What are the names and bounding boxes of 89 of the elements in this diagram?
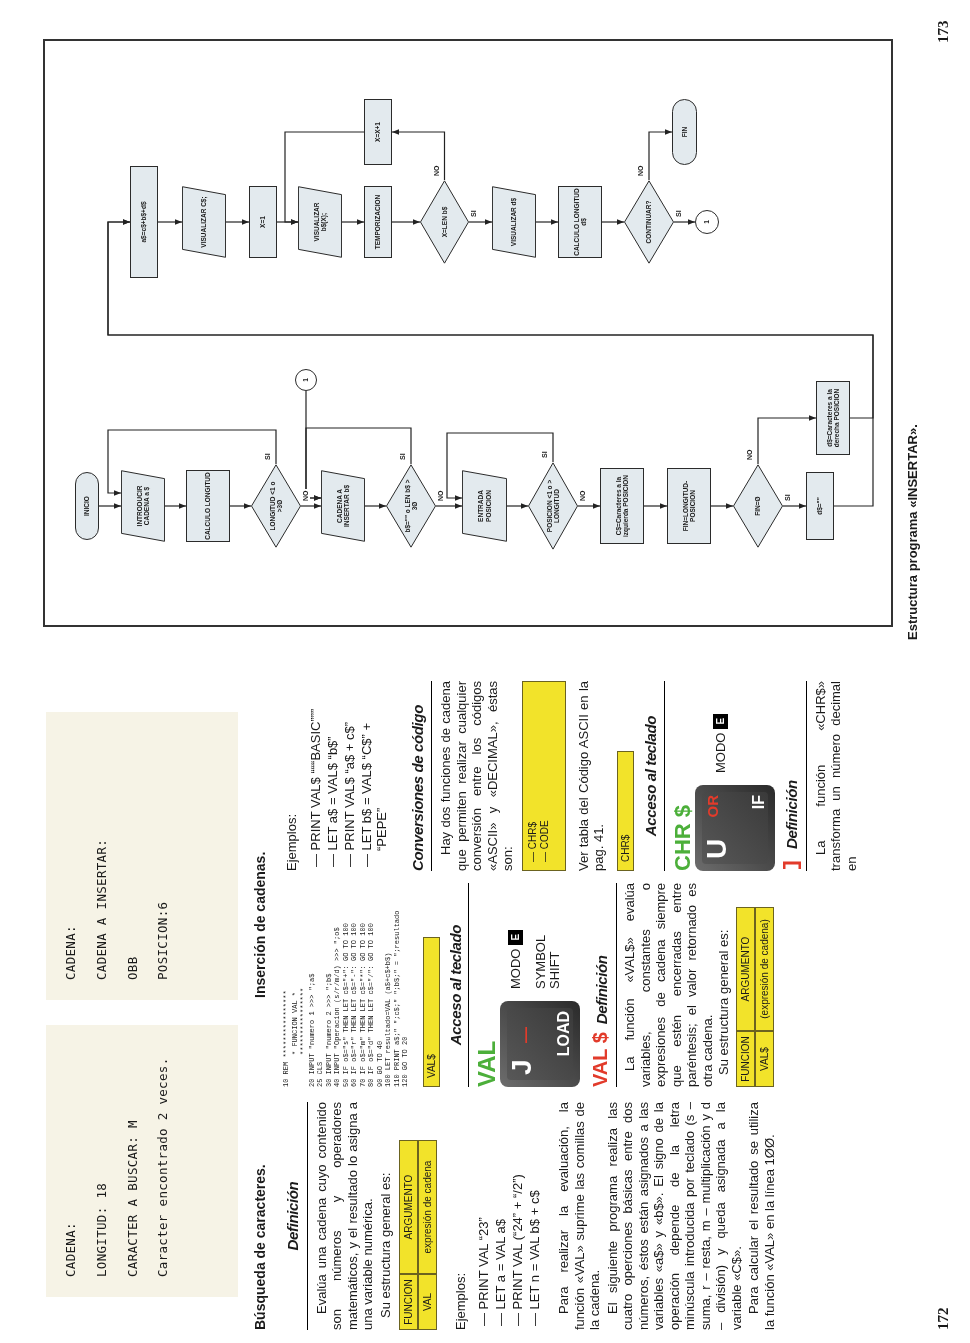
code-example: — PRINT VAL$ “““BASIC””” [307,707,323,867]
section-title: Inserción de cadenas. [251,851,269,998]
flow-arrow [157,219,183,225]
flow-arrow [107,429,277,496]
flow-arrow [364,503,387,509]
table-header-cell: FUNCION [736,1031,755,1087]
body-paragraph: La función «CHR$» transforma un número decimal en [812,681,859,871]
body-paragraph: Para calcular el resultado se utiliza la función «VAL» en la línea 1ØØ. [746,1102,777,1330]
body-text: Su estructura general es: [716,928,731,1077]
keyword-title: VAL [474,1039,500,1087]
body-paragraph: Hay dos funciones de cadena que permiten realizar cualquier conversión entre los códigos «ASCII» y «DECIMAL», éstas son: [438,681,516,871]
flow-arrow [164,503,187,509]
screen-text: CADENA: [62,924,79,980]
flow-arrow [673,219,696,225]
key-keyword: IF [751,795,767,810]
mode-key: E [713,713,729,729]
screen-text: OBB [123,955,141,980]
flow-arrow [577,503,601,509]
flow-arrow [601,219,625,225]
body-paragraph: El siguiente programa realiza las cuatro operciones básicas entre dos números, éstos están asignados a las variables «a$» y «b$». El signo de la operación depende de la letra minúscula introducida por teclado (s – suma, r – resta, m – multiplicación y d – división) y queda asignada a la variable «C$». [604,1102,744,1330]
code-example: — LET b$ = VAL$ “C$” + “PEPE” [358,721,389,867]
body-text: Ejemplos: [451,1271,469,1330]
body-paragraph: Ver tabla del Código ASCII en la pag. 41. [575,681,607,871]
keyword-bar: VAL$ [422,937,440,1087]
mode-key: E [508,929,524,945]
flow-arrow [468,219,493,225]
flow-arrow [535,219,559,225]
screen-text: Caracter encontrado 2 veces. [154,1056,172,1277]
table-header-cell: FUNCION [398,1274,418,1330]
flow-arrow [446,432,554,501]
flow-arrow [225,219,250,225]
body-text: Su estructura general es: [377,1171,393,1320]
code-example: — PRINT VAL (“24” + “/2”) [510,1173,525,1326]
flow-arrow [98,503,122,509]
page-number: 172 [934,1307,952,1330]
section-heading: Definición [283,1180,302,1253]
key-keyword: LOAD [556,1011,572,1057]
flow-arrow [300,503,322,509]
section-title: Búsqueda de caracteres. [251,1164,269,1330]
code-example: — PRINT VAL$ “a$ + c$” [341,720,357,867]
code-example: — PRINT VAL “23” [476,1216,491,1326]
page-number: 173 [934,20,952,43]
body-paragraph: Para realizar la evaluación, la función «VAL» suprime las comillas de la cadena. [556,1102,603,1330]
table-header-cell: ARGUMENTO [398,1140,418,1274]
flow-arrow [757,415,817,465]
flow-arrow [391,219,421,225]
body-paragraph: Evalúa una cadena cuyo contenido son números y operadores matemáticos, y el resultado lo asigna a una variable numérica. [313,1102,376,1330]
flow-arrow [107,219,874,419]
flow-arrow [648,129,673,181]
screen-text: CADENA A INSERTAR: [92,837,110,980]
section-heading: Definición [592,955,611,1025]
screen-text: CARACTER A BUSCAR: M [123,1119,141,1277]
screen-text: POSICION:6 [154,900,172,980]
flow-arrow [435,503,463,509]
keyword-title: VAL $ [588,1032,612,1087]
figure-caption: Estructura programa «INSERTAR». [904,424,921,640]
code-example: — LET a$ = VAL$ “b$” [324,735,340,867]
body-paragraph: La función «VAL$» evalúa variables, constantes o expresiones de cadena siempre que estén encerradas entre paréntesis; el valor retornado es otra cadena. [622,883,715,1087]
screen-text: LONGITUD: 18 [92,1181,110,1277]
flow-arrow [305,427,412,501]
section-heading: Acceso al teclado [640,714,660,839]
flow-arrow [391,129,446,181]
key-keyword: — [518,1027,534,1043]
flow-arrow [284,131,365,225]
key-name: SYMBOL SHIFT [533,934,562,989]
mode-text: MODO [712,732,729,773]
code-example: — LET a = VAL a$ [493,1217,508,1326]
section-heading: Definición [782,780,801,849]
keyword-panel: — CHR$ — CODE [521,681,566,871]
keyword-bar: CHR$ [616,751,634,871]
key-letter: U [703,838,731,859]
key-keyword: OR [705,795,720,818]
screen-text: CADENA: [62,1221,79,1277]
section-heading: Conversiones de código [407,704,427,871]
keyword-title: CHR $ [671,804,695,871]
table-header-cell: ARGUMENTO [736,907,755,1031]
section-heading: Acceso al teclado [445,923,465,1048]
mode-text: MODO [507,948,524,989]
flow-arrow [643,503,668,509]
flow-arrow [782,503,807,509]
flow-arrow [506,503,529,509]
key-letter: J [508,1059,536,1075]
table-cell: VAL$ [755,1031,774,1087]
table-cell: (expresión de cadena) [755,907,774,1031]
flow-arrow [229,503,252,509]
code-example: — LET n = VAL b$ + c$ [527,1189,542,1326]
flow-arrow [710,503,734,509]
body-text: Ejemplos: [283,812,300,871]
flow-arrow [341,219,365,225]
